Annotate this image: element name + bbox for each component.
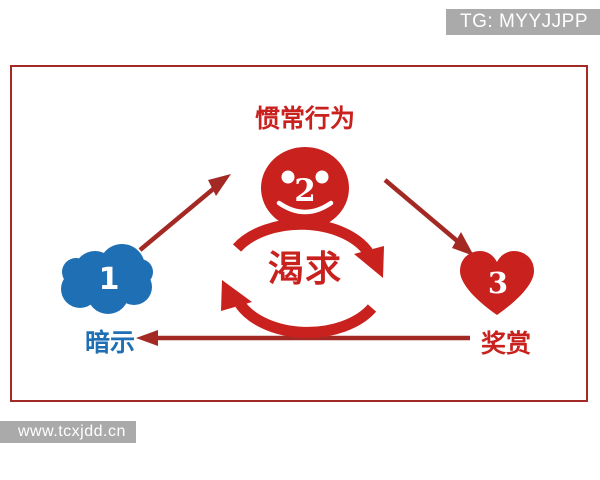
arrow-reward-to-cue	[136, 330, 470, 346]
smiley-eye-left	[281, 170, 295, 184]
craving-loop-arrow-left	[221, 280, 377, 338]
node-habit-smiley[interactable]	[261, 147, 349, 229]
arrow-cue-to-habit	[138, 174, 231, 252]
node-reward-label: 奖赏	[480, 329, 531, 358]
smiley-eye-right	[315, 170, 329, 184]
diagram-frame	[10, 65, 588, 402]
watermark-bottom-left: www.tcxjdd.cn	[0, 421, 136, 443]
node-habit-label: 惯常行为	[254, 104, 355, 133]
node-cue-cloud[interactable]	[61, 244, 153, 314]
node-reward-heart[interactable]	[460, 251, 534, 315]
craving-label: 渴求	[267, 249, 342, 290]
node-cue-label: 暗示	[84, 328, 135, 357]
smiley-mouth	[276, 200, 334, 215]
craving-loop	[221, 218, 384, 338]
watermark-top-right: TG: MYYJJPP	[446, 9, 600, 35]
arrow-habit-to-reward	[383, 178, 474, 256]
